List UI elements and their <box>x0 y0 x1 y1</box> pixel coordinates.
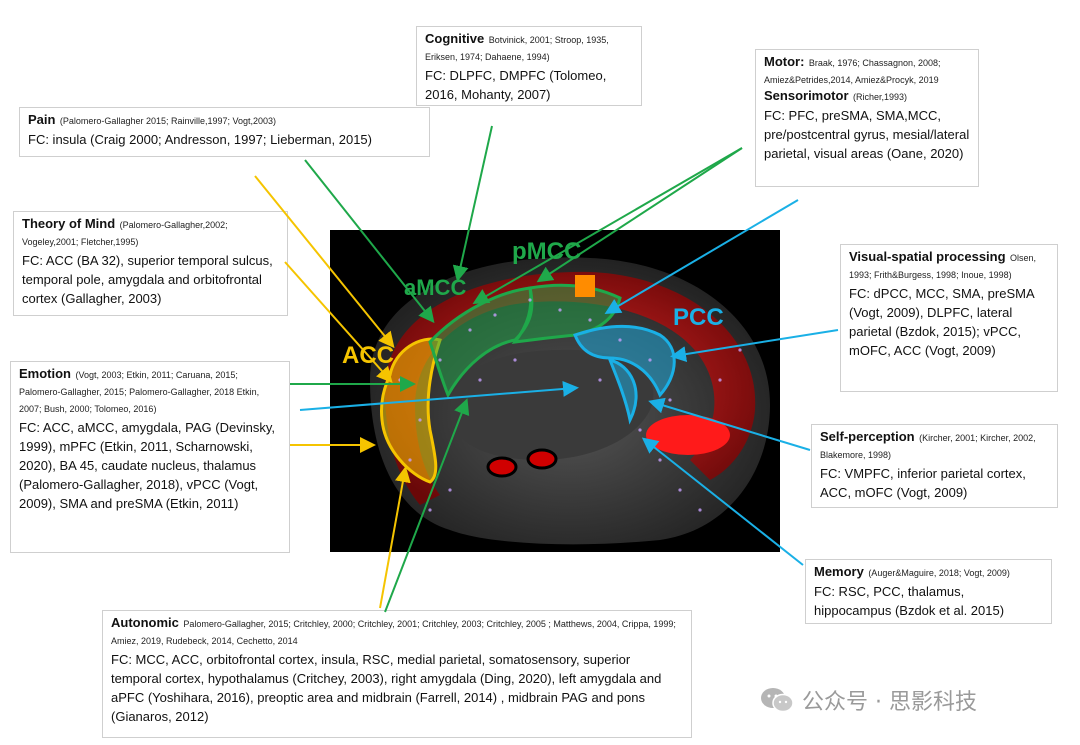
pcc-region <box>573 324 676 425</box>
box-cognitive: Cognitive Botvinick, 2001; Stroop, 1935,… <box>416 26 642 106</box>
watermark: 公众号 · 思影科技 <box>760 684 977 716</box>
brain-image: ACC aMCC pMCC PCC <box>330 230 780 552</box>
brain-medial-view <box>370 257 770 545</box>
box-pain: Pain (Palomero-Gallagher 2015; Rainville… <box>19 107 430 157</box>
autonomic-fc: FC: MCC, ACC, orbitofrontal cortex, insu… <box>111 652 662 724</box>
watermark-text: 公众号 · 思影科技 <box>802 690 977 715</box>
sensorimotor-title: Sensorimotor <box>764 88 849 103</box>
box-emotion: Emotion (Vogt, 2003; Etkin, 2011; Caruan… <box>10 361 290 553</box>
memory-title: Memory <box>814 564 864 579</box>
self-refs: (Kircher, 2001; Kircher, 2002, Blakemore… <box>820 433 1036 460</box>
visual-refs: Olsen, 1993; Frith&Burgess, 1998; Inoue,… <box>849 253 1037 280</box>
tom-refs: (Palomero-Gallagher,2002; Vogeley,2001; … <box>22 220 228 247</box>
self-fc: FC: VMPFC, inferior parietal cortex, ACC… <box>820 466 1026 500</box>
box-memory: Memory (Auger&Maguire, 2018; Vogt, 2009)… <box>805 559 1052 624</box>
cognitive-fc: FC: DLPFC, DMPFC (Tolomeo, 2016, Mohanty… <box>425 68 607 102</box>
motor-fc: FC: PFC, preSMA, SMA,MCC, pre/postcentra… <box>764 108 970 161</box>
autonomic-refs: Palomero-Gallagher, 2015; Critchley, 200… <box>111 619 676 646</box>
tom-title: Theory of Mind <box>22 216 116 231</box>
pain-refs: (Palomero-Gallagher 2015; Rainville,1997… <box>59 116 277 126</box>
self-title: Self-perception <box>820 429 915 444</box>
box-visual-spatial: Visual-spatial processing Olsen, 1993; F… <box>840 244 1058 392</box>
motor-refs: Braak, 1976; Chassagnon, 2008; Amiez&Pet… <box>764 58 941 85</box>
visual-fc: FC: dPCC, MCC, SMA, preSMA (Vogt, 2009),… <box>849 286 1034 358</box>
amcc-label: aMCC <box>404 275 467 300</box>
pain-fc: FC: insula (Craig 2000; Andresson, 1997;… <box>28 132 372 147</box>
red-blob-right <box>526 448 558 470</box>
emotion-refs: (Vogt, 2003; Etkin, 2011; Caruana, 2015;… <box>19 370 260 414</box>
pcc-label: PCC <box>673 304 724 331</box>
motor-title: Motor: <box>764 54 805 69</box>
red-blob-temporal <box>646 415 730 455</box>
emotion-title: Emotion <box>19 366 71 381</box>
box-autonomic: Autonomic Palomero-Gallagher, 2015; Crit… <box>102 610 692 738</box>
visual-title: Visual-spatial processing <box>849 249 1006 264</box>
tom-fc: FC: ACC (BA 32), superior temporal sulcu… <box>22 253 273 306</box>
red-blob-left <box>486 456 518 478</box>
cognitive-refs: Botvinick, 2001; Stroop, 1935, Eriksen, … <box>425 35 609 62</box>
memory-refs: (Auger&Maguire, 2018; Vogt, 2009) <box>868 568 1010 578</box>
wechat-icon <box>761 688 794 713</box>
pain-title: Pain <box>28 112 56 127</box>
box-motor: Motor: Braak, 1976; Chassagnon, 2008; Am… <box>755 49 979 187</box>
orange-spot <box>575 275 595 297</box>
emotion-fc: FC: ACC, aMCC, amygdala, PAG (Devinsky, … <box>19 420 275 511</box>
acc-label: ACC <box>342 342 394 369</box>
box-theory-of-mind: Theory of Mind (Palomero-Gallagher,2002;… <box>13 211 288 316</box>
memory-fc: FC: RSC, PCC, thalamus, hippocampus (Bzd… <box>814 584 1005 618</box>
box-self-perception: Self-perception (Kircher, 2001; Kircher,… <box>811 424 1058 508</box>
pmcc-label: pMCC <box>512 238 582 265</box>
sensorimotor-refs: (Richer,1993) <box>852 92 907 102</box>
cognitive-title: Cognitive <box>425 31 485 46</box>
autonomic-title: Autonomic <box>111 615 179 630</box>
